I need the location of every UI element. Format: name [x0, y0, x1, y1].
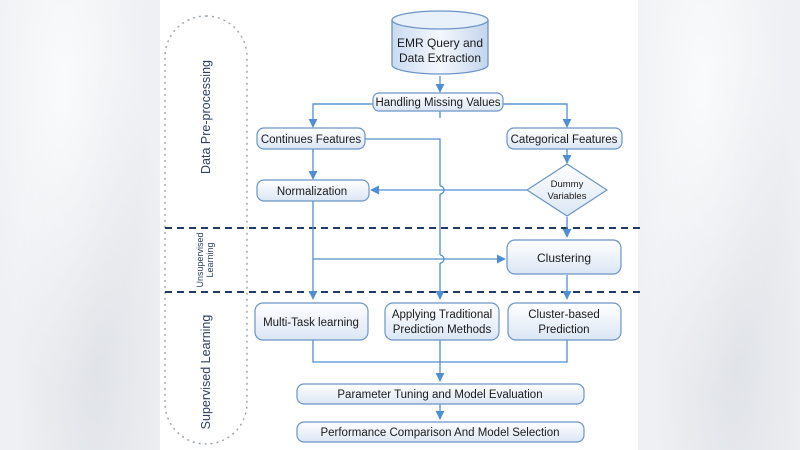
- node-categorical-features: Categorical Features: [506, 127, 623, 150]
- node-dummy-variables: Dummy Variables: [525, 163, 609, 217]
- traditional-methods-label-1: Applying Traditional: [392, 309, 492, 321]
- node-normalization: Normalization: [256, 179, 370, 202]
- sections-outline: [164, 15, 248, 445]
- cluster-based-prediction-label-2: Prediction: [538, 324, 589, 336]
- node-parameter-tuning: Parameter Tuning and Model Evaluation: [296, 383, 585, 405]
- section-label-supervised: Supervised Learning: [199, 315, 213, 430]
- left-blur-margin: [0, 0, 160, 450]
- node-database: EMR Query and Data Extraction: [391, 10, 489, 75]
- right-blur-margin: [638, 0, 800, 450]
- continues-features-label: Continues Features: [261, 134, 362, 146]
- node-traditional-methods: Applying Traditional Prediction Methods: [384, 302, 500, 341]
- multi-task-label: Multi-Task learning: [263, 317, 359, 329]
- categorical-features-label: Categorical Features: [511, 134, 618, 146]
- section-label-preprocessing: Data Pre-processing: [199, 60, 213, 174]
- node-multi-task: Multi-Task learning: [254, 302, 369, 341]
- arrow-continues-traditional: [365, 138, 441, 186]
- connectors: [308, 76, 572, 420]
- normalization-label: Normalization: [277, 186, 347, 198]
- node-continues-features: Continues Features: [256, 127, 366, 150]
- node-performance-comparison: Performance Comparison And Model Selecti…: [296, 421, 585, 443]
- section-label-unsupervised-1: Unsupervised: [195, 232, 205, 287]
- cluster-based-prediction-label-1: Cluster-based: [528, 309, 600, 321]
- traditional-methods-label-2: Prediction Methods: [393, 324, 492, 336]
- arrow-missing-continues: [308, 103, 370, 128]
- performance-comparison-label: Performance Comparison And Model Selecti…: [320, 427, 559, 439]
- parameter-tuning-label: Parameter Tuning and Model Evaluation: [337, 389, 542, 401]
- clustering-label: Clustering: [537, 251, 591, 265]
- arrow-missing-categorical: [505, 103, 572, 128]
- missing-values-label: Handling Missing Values: [375, 97, 500, 109]
- node-missing-values: Handling Missing Values: [372, 92, 504, 112]
- dummy-variables-label-1: Dummy: [551, 179, 584, 190]
- dummy-variables-label-2: Variables: [548, 191, 587, 202]
- node-cluster-based-prediction: Cluster-based Prediction: [507, 302, 622, 341]
- node-clustering: Clustering: [506, 239, 622, 275]
- database-label-1: EMR Query and: [397, 36, 483, 50]
- database-label-2: Data Extraction: [399, 51, 481, 65]
- section-label-unsupervised-2: Learning: [205, 242, 215, 277]
